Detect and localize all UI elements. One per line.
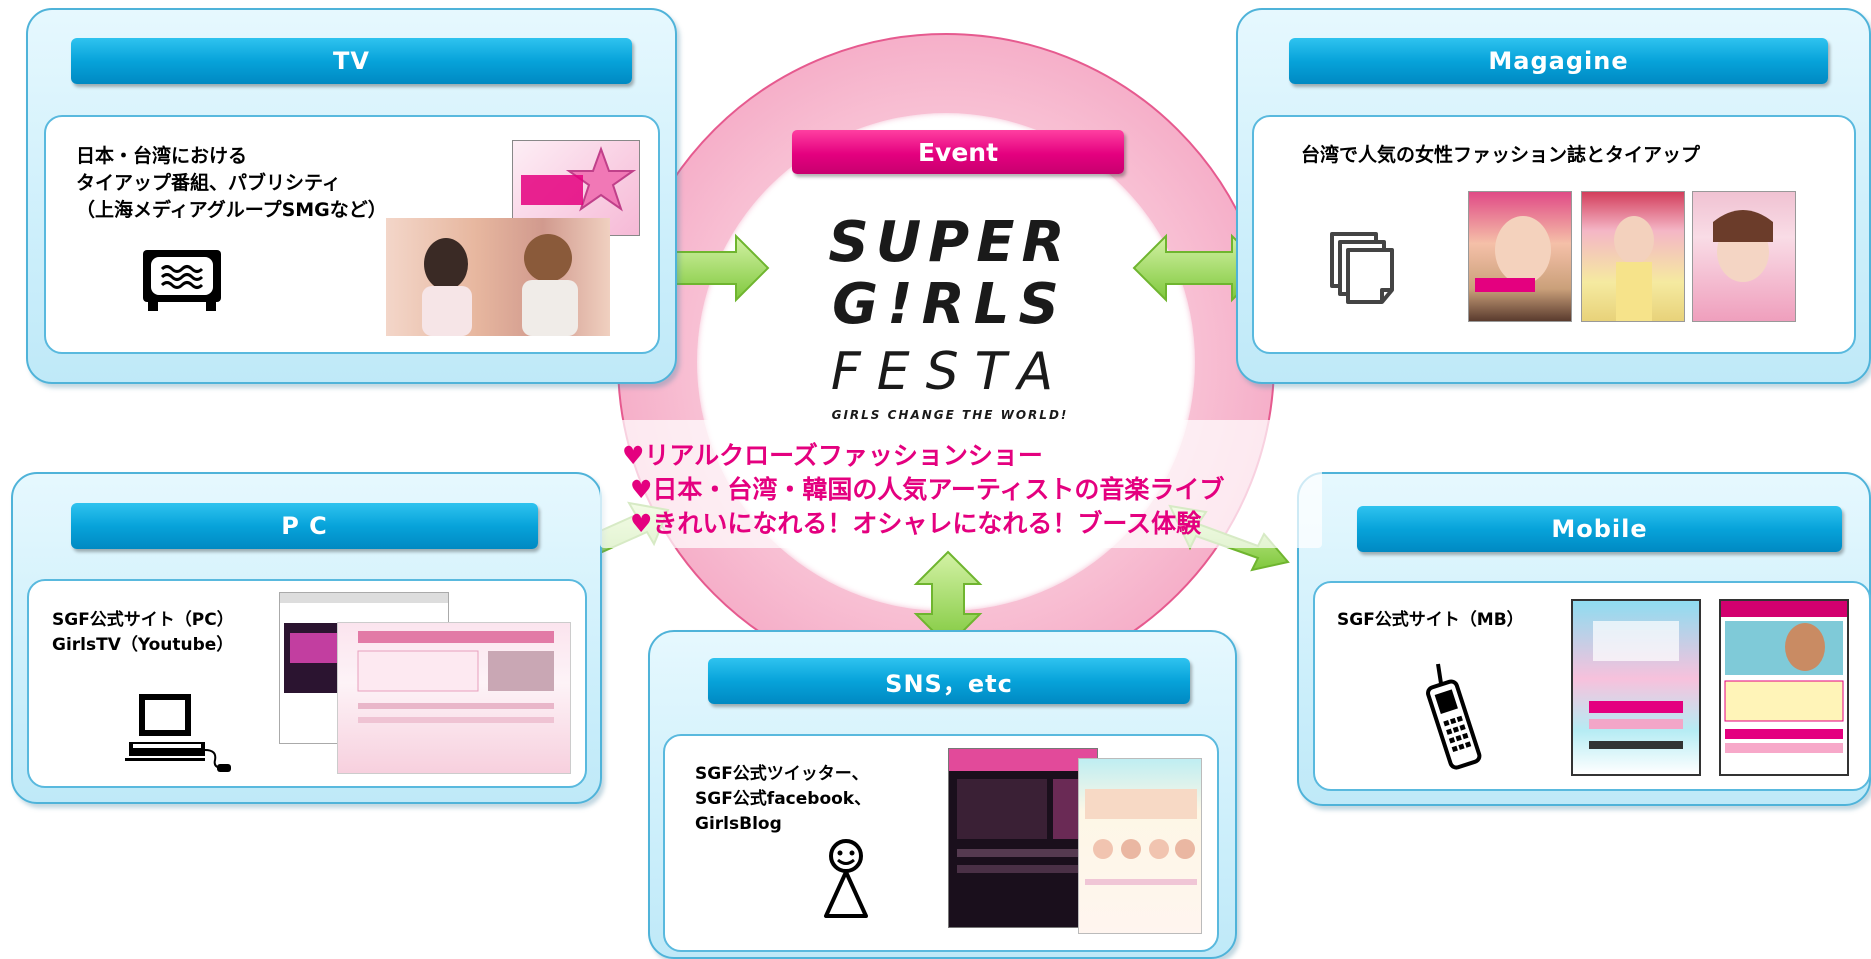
- pc-site-screenshot-2: [337, 622, 571, 774]
- magazine-header: Magagine: [1289, 38, 1828, 84]
- mobile-phone-icon: [1426, 663, 1482, 770]
- pc-header: P C: [71, 503, 538, 549]
- sns-screenshot-2: [1078, 758, 1202, 934]
- laptop-icon: [125, 694, 231, 772]
- festa-logo-line-1: SUPER: [828, 210, 1072, 275]
- sns-text-line-2: SGF公式facebook、: [695, 789, 872, 809]
- pc-text-line-2: GirlsTV（Youtube）: [52, 635, 234, 655]
- mobile-screenshot-1: [1571, 599, 1701, 776]
- tv-header: TV: [71, 38, 632, 84]
- mobile-screenshot-2: [1719, 599, 1849, 776]
- magazine-cover-1: [1468, 191, 1572, 322]
- tv-text-line-1: 日本・台湾における: [76, 145, 248, 167]
- magazine-cover-3: [1692, 191, 1796, 322]
- person-icon: [824, 839, 868, 918]
- magazine-cover-2: [1581, 191, 1685, 322]
- sns-text-line-1: SGF公式ツイッター、: [695, 764, 869, 784]
- event-feature-2: ♥日本・台湾・韓国の人気アーティストの音楽ライブ: [630, 475, 1225, 504]
- mobile-header: Mobile: [1357, 506, 1842, 552]
- event-feature-3: ♥きれいになれる！オシャレになれる！ブース体験: [630, 509, 1202, 538]
- tv-icon: [143, 250, 221, 311]
- documents-icon: [1330, 232, 1394, 304]
- event-feature-1: ♥リアルクローズファッションショー: [622, 441, 1043, 470]
- festa-logo-tagline: GIRLS CHANGE THE WORLD!: [831, 408, 1069, 422]
- sns-header: SNS，etc: [708, 658, 1190, 704]
- festa-logo-line-2: G!RLS: [832, 272, 1068, 337]
- sns-screenshot-1: [948, 748, 1098, 928]
- mobile-text: SGF公式サイト（MB）: [1337, 610, 1524, 630]
- event-header: Event: [792, 130, 1124, 174]
- magazine-text: 台湾で人気の女性ファッション誌とタイアップ: [1301, 144, 1701, 166]
- pc-text-line-1: SGF公式サイト（PC）: [52, 610, 234, 630]
- tv-program-photo: [386, 218, 610, 336]
- sns-text-line-3: GirlsBlog: [695, 814, 782, 834]
- festa-logo-line-3: FESTA: [830, 342, 1070, 402]
- event-feature-band: [600, 420, 1322, 548]
- tv-text-line-2: タイアップ番組、パブリシティ: [76, 172, 341, 194]
- tv-text-line-3: （上海メディアグループSMGなど）: [76, 199, 387, 221]
